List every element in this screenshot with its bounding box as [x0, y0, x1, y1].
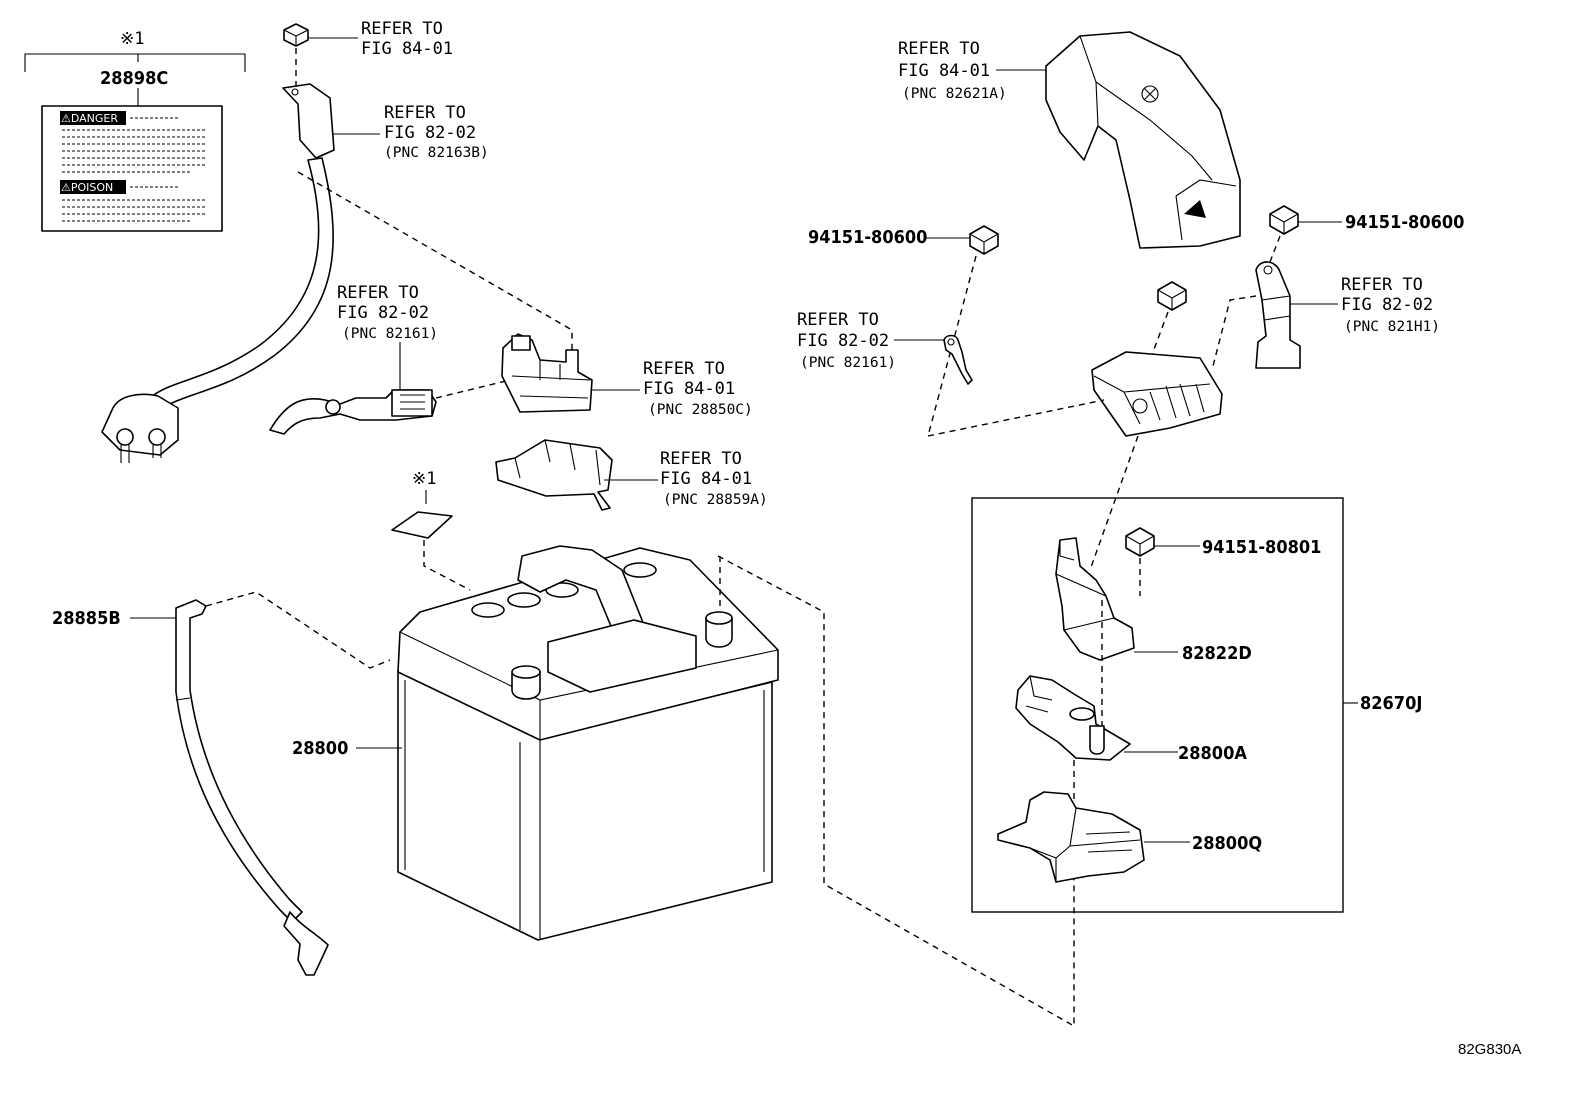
cable-nut-top [283, 23, 309, 47]
refer-82161-left-l1: REFER TO [337, 283, 419, 303]
danger-text: ⚠DANGER [61, 112, 118, 125]
refer-82161-left-l2: FIG 82-02 [337, 303, 429, 323]
part-number-94151-80801: 94151-80801 [1202, 537, 1321, 558]
terminal-28800a [1015, 675, 1131, 761]
wire-82161-left-group: REFER TO FIG 82-02 (PNC 82161) [269, 283, 438, 435]
negative-cable-group: REFER TO FIG 84-01 REFER TO FIG 82-02 (P… [101, 19, 489, 463]
terminal-28800q [997, 791, 1145, 883]
nut-right-group: 94151-80600 [1269, 205, 1464, 263]
part-number-nut-left: 94151-80600 [808, 227, 927, 248]
poison-text: ⚠POISON [61, 181, 113, 194]
wire-82161-right-group: REFER TO FIG 82-02 (PNC 82161) [797, 310, 973, 385]
part-number-28898c: 28898C [100, 68, 168, 89]
refer-82621a-l2: FIG 84-01 [898, 61, 990, 81]
part-number-nut-right: 94151-80600 [1345, 212, 1464, 233]
cable-821h1-group: REFER TO FIG 82-02 (PNC 821H1) [1211, 261, 1440, 371]
pnc-82161-right: (PNC 82161) [800, 355, 896, 371]
refer-neg-top-l1: REFER TO [361, 19, 443, 39]
part-number-28800: 28800 [292, 738, 348, 759]
assembly-82670j-group: 82670J 94151-80801 82822D 28800A [971, 497, 1422, 913]
part-number-82822d: 82822D [1182, 643, 1252, 664]
nut-left [969, 225, 999, 255]
pnc-821h1: (PNC 821H1) [1344, 319, 1440, 335]
refer-28850c-l1: REFER TO [643, 359, 725, 379]
note-mark: ※1 [120, 29, 144, 49]
clamp-82822d [1055, 537, 1135, 661]
terminal-nut-center [1157, 281, 1187, 311]
refer-neg-top-l2: FIG 84-01 [361, 39, 453, 59]
caution-label-group: ※1 28898C ⚠DANGER ⚠POISON [24, 29, 246, 232]
refer-neg-mid-l1: REFER TO [384, 103, 466, 123]
pnc-82163b: (PNC 82163B) [384, 145, 489, 161]
nut-left-group: 94151-80600 [808, 225, 999, 437]
diagram-code: 82G830A [1458, 1041, 1521, 1058]
refer-28850c-l2: FIG 84-01 [643, 379, 735, 399]
bolt-80801 [1125, 527, 1155, 557]
refer-821h1-l2: FIG 82-02 [1341, 295, 1433, 315]
refer-82621a-l1: REFER TO [898, 39, 980, 59]
caution-label [41, 105, 223, 232]
part-number-28800a: 28800A [1178, 743, 1247, 764]
sensor-cover-group: REFER TO FIG 84-01 (PNC 28859A) [495, 439, 768, 511]
part-number-28885b: 28885B [52, 608, 121, 629]
pnc-82621a: (PNC 82621A) [902, 86, 1007, 102]
refer-28859a-l1: REFER TO [660, 449, 742, 469]
refer-821h1-l1: REFER TO [1341, 275, 1423, 295]
assembly-82670j-box [971, 497, 1344, 913]
current-sensor-group: REFER TO FIG 84-01 (PNC 28850C) [501, 333, 753, 418]
terminal-cover-group: REFER TO FIG 84-01 (PNC 82621A) [898, 31, 1241, 249]
note-mark-battery: ※1 [412, 469, 436, 489]
part-number-28800q: 28800Q [1192, 833, 1262, 854]
part-number-82670j: 82670J [1360, 693, 1422, 714]
pnc-82161-left: (PNC 82161) [342, 326, 438, 342]
note-label-group: ※1 [391, 469, 471, 591]
terminal-assembly-top [927, 281, 1223, 571]
nut-right [1269, 205, 1299, 235]
pnc-28850c: (PNC 28850C) [648, 402, 753, 418]
vent-hose-group: 28885B [52, 591, 391, 976]
refer-82161-right-l1: REFER TO [797, 310, 879, 330]
refer-neg-mid-l2: FIG 82-02 [384, 123, 476, 143]
pnc-28859a: (PNC 28859A) [663, 492, 768, 508]
battery: 28800 [292, 545, 779, 941]
refer-82161-right-l2: FIG 82-02 [797, 331, 889, 351]
refer-28859a-l2: FIG 84-01 [660, 469, 752, 489]
